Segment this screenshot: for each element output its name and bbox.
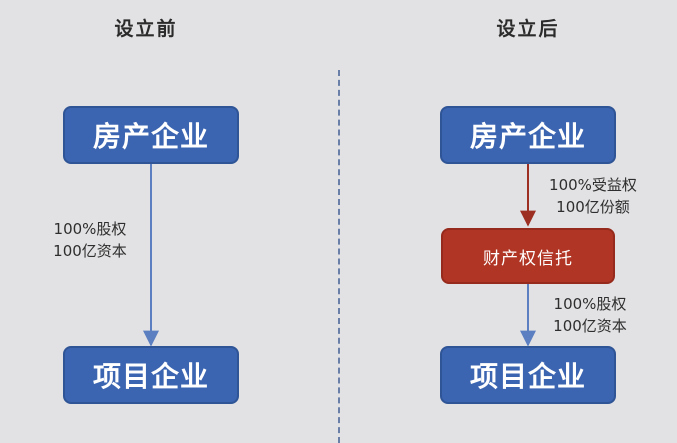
center-divider [338,70,340,443]
left-real-estate-label: 房产企业 [92,120,209,153]
left-project-label: 项目企业 [92,360,209,393]
right-equity-label-line1: 100%股权 [553,295,627,313]
right-beneficial-label: 100%受益权 100亿份额 [538,174,648,218]
left-equity-label-line2: 100亿资本 [53,242,127,260]
left-equity-label: 100%股权 100亿资本 [40,218,140,262]
right-equity-label-line2: 100亿资本 [553,317,627,335]
trust-label: 财产权信托 [483,248,573,269]
left-real-estate-node: 房产企业 [63,106,239,164]
left-equity-label-line1: 100%股权 [53,220,127,238]
right-real-estate-node: 房产企业 [440,106,616,164]
trust-node: 财产权信托 [441,228,615,284]
right-project-label: 项目企业 [469,360,586,393]
right-beneficial-label-line1: 100%受益权 [549,176,637,194]
right-equity-label: 100%股权 100亿资本 [540,293,640,337]
heading-after: 设立后 [496,18,560,40]
right-project-node: 项目企业 [440,346,616,404]
heading-before: 设立前 [114,18,178,40]
right-beneficial-label-line2: 100亿份额 [556,198,630,216]
left-project-node: 项目企业 [63,346,239,404]
right-real-estate-label: 房产企业 [469,120,586,153]
